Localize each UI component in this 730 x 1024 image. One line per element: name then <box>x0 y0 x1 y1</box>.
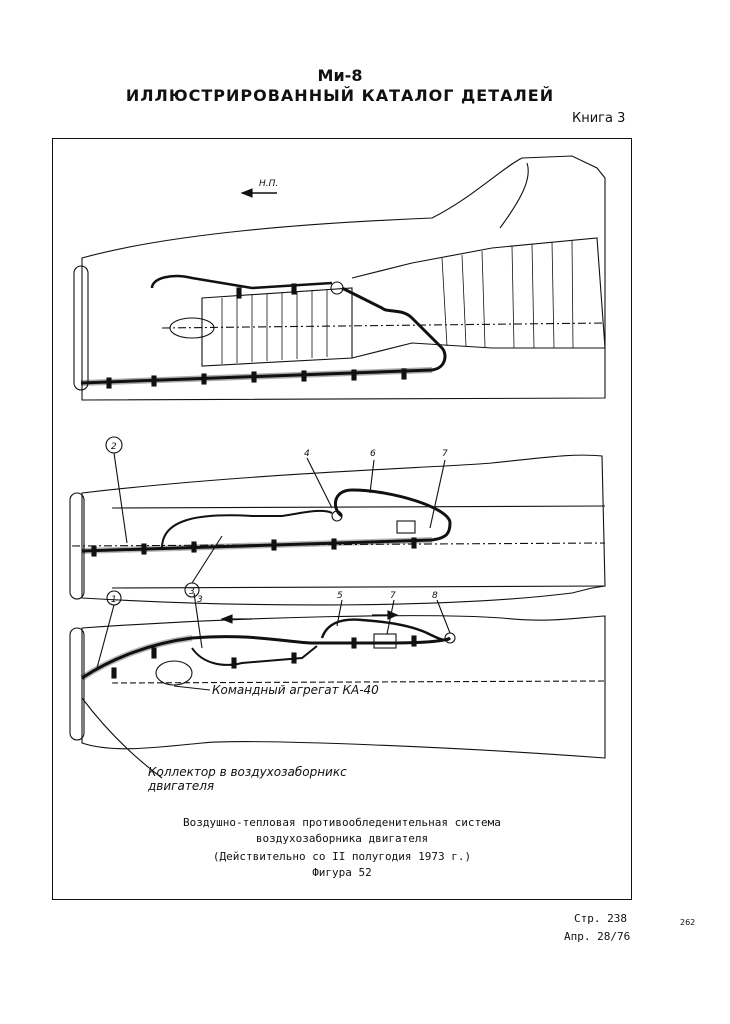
figure-caption-line1: Воздушно-тепловая противообледенительная… <box>183 816 501 829</box>
flight-direction-label: Н.П. <box>259 179 278 189</box>
callout-3b: 3 <box>197 595 203 605</box>
callout-3: 3 <box>189 587 195 597</box>
collector-label-line1: Коллектор в воздухозаборникс <box>148 765 347 779</box>
aircraft-model-title: Ми-8 <box>317 66 363 85</box>
callout-1: 1 <box>111 595 117 605</box>
figure-number: Фигура 52 <box>312 866 372 879</box>
figure-caption-line2: воздухозаборника двигателя <box>255 832 429 845</box>
figure-caption-line3: (Действительно со II полугодия 1973 г.) <box>212 850 472 863</box>
catalog-title: ИЛЛЮСТРИРОВАННЫЙ КАТАЛОГ ДЕТАЛЕЙ <box>125 86 555 105</box>
callout-7b: 7 <box>390 591 396 601</box>
middle-engine-view <box>69 436 606 606</box>
sheet-number: 262 <box>680 918 696 927</box>
callout-7: 7 <box>442 449 448 459</box>
callout-5: 5 <box>337 591 343 601</box>
callout-8: 8 <box>432 591 438 601</box>
top-engine-view <box>73 155 606 401</box>
callout-2: 2 <box>111 442 117 452</box>
callout-6: 6 <box>370 449 376 459</box>
callout-4: 4 <box>304 449 310 459</box>
bottom-engine-view <box>69 590 606 779</box>
revision-date: Апр. 28/76 <box>564 930 631 943</box>
book-number: Книга 3 <box>572 111 626 126</box>
collector-label-line2: двигателя <box>147 779 214 793</box>
engine-anti-icing-diagram: Н.П. 2 4 6 7 3 1 3 5 7 8 Командный агрег… <box>69 155 606 793</box>
unit-label: Командный агрегат КА-40 <box>212 683 379 697</box>
page-number: Стр. 238 <box>574 912 627 925</box>
figure-frame <box>52 138 632 900</box>
